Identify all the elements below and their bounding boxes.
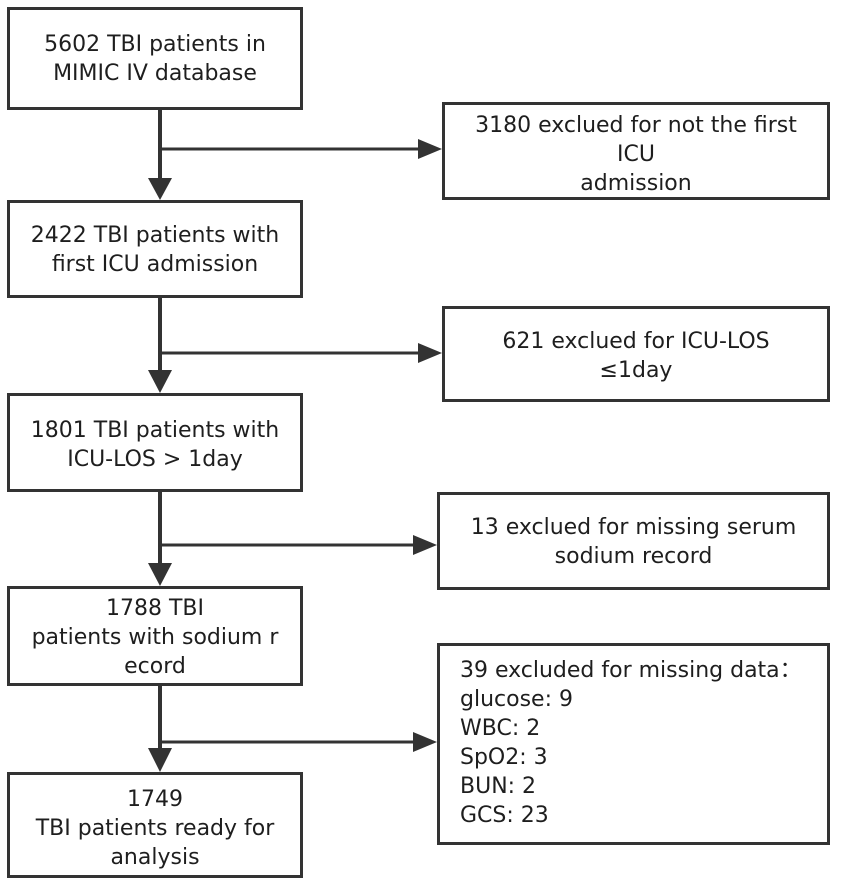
main-box-2-line-2: first ICU admission [51,252,259,277]
main-box-4-line-1: 1788 TBI [105,596,204,621]
main-box-1-line-2: MIMIC IV database [53,61,257,86]
main-box-3-line-2: ICU-LOS > 1day [67,447,243,472]
main-box-3-line-1: 1801 TBI patients with [30,418,280,443]
main-box-2-line-1: 2422 TBI patients with [30,223,280,248]
exclusion-box-4-line-6: GCS: 23 [460,803,549,828]
vertical-arrows [148,110,172,772]
main-box-5-line-2: TBI patients ready for [35,816,275,841]
main-box-3: 1801 TBI patients with ICU-LOS > 1day [7,393,303,492]
main-box-5-line-3: analysis [110,845,200,870]
arrowhead-exclusion-3 [413,535,437,555]
exclusion-box-3-line-1: 13 exclued for missing serum [470,515,797,540]
main-box-2: 2422 TBI patients with first ICU admissi… [7,200,303,298]
arrowhead-4-to-5 [148,748,172,772]
exclusion-box-4-line-3: WBC: 2 [460,716,541,741]
exclusion-box-2-line-1: 621 exclued for ICU-LOS [502,329,770,354]
exclusion-box-1-line-3: admission [580,171,692,196]
main-box-4: 1788 TBI patients with sodium r ecord [7,586,303,686]
exclusion-box-1-line-1: 3180 exclued for not the first [475,113,797,138]
exclusion-box-4: 39 excluded for missing data： glucose: 9… [437,643,830,845]
main-box-4-line-3: ecord [124,654,186,679]
arrowhead-exclusion-4 [413,732,437,752]
exclusion-box-3: 13 exclued for missing serum sodium reco… [437,492,830,590]
main-box-5: 1749 TBI patients ready for analysis [7,772,303,878]
exclusion-box-4-line-2: glucose: 9 [460,687,573,712]
main-box-1-line-1: 5602 TBI patients in [44,32,266,57]
main-box-5-line-1: 1749 [127,787,183,812]
horizontal-arrows [160,139,442,752]
exclusion-box-1: 3180 exclued for not the first ICU admis… [442,102,830,200]
exclusion-box-1-line-2: ICU [617,142,655,167]
exclusion-box-4-line-1: 39 excluded for missing data： [460,658,802,683]
arrowhead-3-to-4 [148,563,172,586]
arrowhead-2-to-3 [148,370,172,393]
arrowhead-1-to-2 [148,178,172,200]
exclusion-box-4-line-4: SpO2: 3 [460,745,548,770]
exclusion-box-2: 621 exclued for ICU-LOS ≤1day [442,306,830,402]
main-box-1: 5602 TBI patients in MIMIC IV database [7,7,303,110]
arrowhead-exclusion-1 [418,139,442,159]
arrowhead-exclusion-2 [418,343,442,363]
exclusion-box-3-line-2: sodium record [554,544,713,569]
exclusion-box-2-line-2: ≤1day [599,358,673,383]
main-box-4-line-2: patients with sodium r [31,625,279,650]
exclusion-box-4-line-5: BUN: 2 [460,774,537,799]
